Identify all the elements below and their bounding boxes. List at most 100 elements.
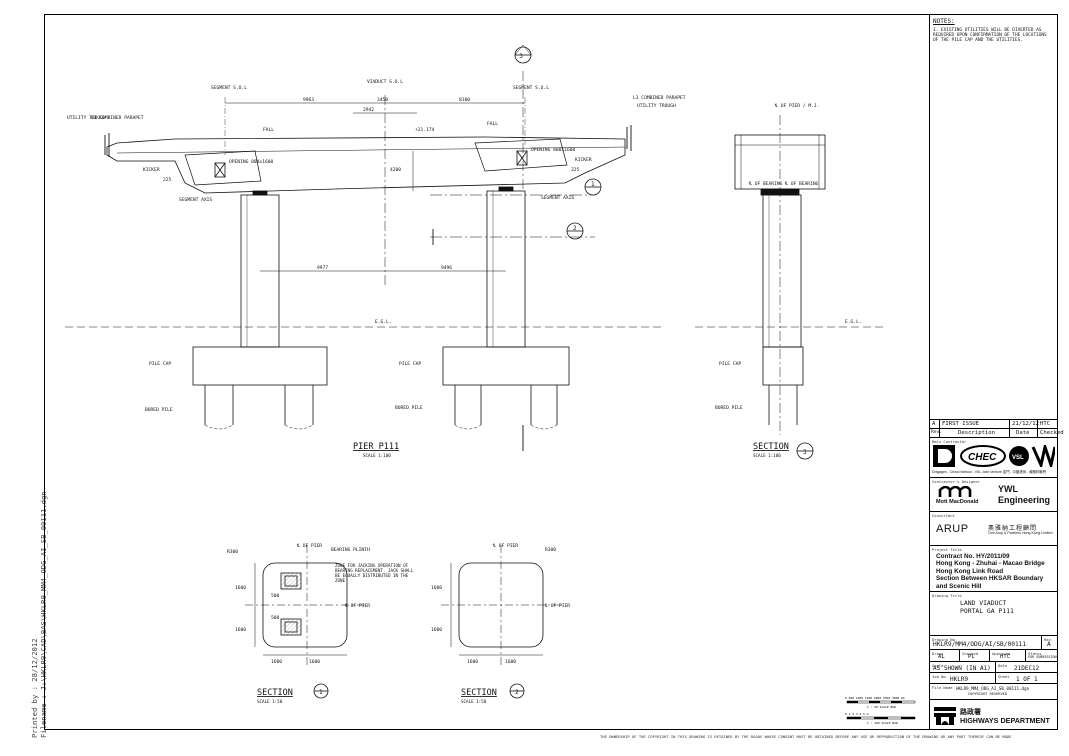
sec3-pile-cap	[762, 346, 804, 386]
segment-axis-right: SEGMENT AXIS	[541, 195, 574, 201]
utility-trough-left: UTILITY TROUGH	[67, 115, 106, 121]
project-line-3: Hong Kong Link Road	[936, 567, 1004, 575]
title-block: NOTES: 1. EXISTING UTILITIES WILL BE DIV…	[929, 15, 1064, 729]
sec2-dim-1600-d: 1600	[431, 627, 442, 633]
segment-axis-left: SEGMENT AXIS	[179, 197, 212, 203]
file-label: File Name	[932, 685, 953, 690]
drawing-no-label: Drawing No.	[932, 637, 958, 642]
gradient-label: +21.174	[415, 127, 435, 133]
highways-box: 路政署 HIGHWAYS DEPARTMENT	[930, 699, 1058, 729]
scalebar-2-label: 1 : 100 SCALE BAR	[867, 721, 898, 725]
scalebar-2-ticks: 0 1 2 3 4 5 m	[845, 712, 869, 716]
pier-title: PIER P111	[353, 442, 399, 452]
arup-logo: ARUP	[936, 523, 969, 535]
left-box-cell	[184, 150, 262, 186]
kicker-right: KICKER	[575, 157, 592, 163]
drawing-area: SEGMENT S.O.L SEGMENT S.O.L VIADUCT S.O.…	[45, 15, 929, 731]
jv-caption: Dragages - China Harbour - VSL Joint Ven…	[932, 470, 1047, 474]
fall-right: FALL	[487, 121, 498, 127]
sec1-dim-1600-b: 1600	[309, 659, 320, 665]
copyright-row: COPYRIGHT RESERVED	[930, 692, 1058, 699]
sec2-scale: SCALE 1:50	[461, 699, 487, 704]
bored-pile-label-mid: BORED PILE	[395, 405, 423, 411]
revision-header: Rev. Description Date Checked	[930, 428, 1064, 437]
file-name-row: File Name HKLR9_MM4_ODG_AI_SB_00111.dgn	[930, 683, 1058, 692]
sec2-num: 2	[515, 689, 519, 696]
rev-checked: HTC	[1040, 421, 1051, 427]
drawing-sheet: SEGMENT S.O.L SEGMENT S.O.L VIADUCT S.O.…	[44, 14, 1064, 731]
pier-scale: SCALE 1:100	[363, 453, 391, 458]
pile-cap-right	[442, 346, 570, 386]
hyd-chinese: 路政署	[960, 709, 981, 716]
sec3-cl-pier: ℄ OF PIER / M.J.	[774, 103, 819, 109]
mott-macdonald-name: Mott MacDonald	[936, 499, 979, 505]
rev-header: Rev.	[931, 430, 943, 435]
rev-description: FIRST ISSUE	[942, 421, 980, 427]
sec3-pier	[762, 194, 802, 348]
scalebar-1-label: 1 : 50 SCALE BAR	[867, 705, 896, 709]
egl-label: E.G.L.	[375, 319, 392, 325]
job-sheet-row: Job No.HKLR9 Sheet 1 OF 1	[930, 672, 1058, 683]
mott-macdonald-logo	[938, 486, 972, 497]
designer-box: Contractor's Designer Mott MacDonald YWL…	[930, 477, 1058, 511]
dim-9963: 9963	[303, 97, 314, 103]
file-value: HKLR9_MM4_ODG_AI_SB_00111.dgn	[956, 686, 1030, 691]
sec1-plinth-top	[280, 572, 302, 590]
sec2-cl-pier-top: ℄ OF PIER	[492, 543, 518, 549]
project-label: Project Title	[932, 547, 962, 552]
vsl-logo-text: VSL	[1012, 455, 1024, 461]
sec1-num: 1	[319, 689, 323, 696]
arup-subtitle: Ove Arup & Partners Hong Kong Limited	[988, 531, 1053, 535]
designer-label: Contractor's Designer	[932, 479, 981, 484]
notes-title: NOTES:	[933, 18, 955, 25]
fall-left: FALL	[263, 127, 274, 133]
arup-chinese: 奧雅納工程顧問	[988, 526, 1038, 532]
project-line-2: Hong Kong - Zhuhai - Macao Bridge	[936, 560, 1045, 568]
sec1-scale: SCALE 1:50	[257, 699, 283, 704]
sec2-cl-pier-side: ℄ OF PIER	[544, 603, 570, 609]
hyd-english: HIGHWAYS DEPARTMENT	[960, 716, 1050, 725]
project-line-5: and Scenic Hill	[936, 582, 982, 590]
marker-top-num: 3	[519, 53, 523, 60]
chec-logo-text: CHEC	[968, 452, 997, 463]
copyright-reserved: COPYRIGHT RESERVED	[968, 692, 1007, 696]
bored-pile-label-left: BORED PILE	[145, 407, 173, 413]
sec3-num: 3	[803, 449, 807, 456]
kicker-left: KICKER	[143, 167, 160, 173]
highways-department-logo	[934, 707, 956, 725]
sec1-zone-note: ZONE FOR JACKING OPERATION OF BEARING RE…	[335, 563, 414, 583]
consultant-label: Consultant	[932, 513, 955, 518]
sec2-dim-1600-b: 1600	[505, 659, 516, 665]
opening-right: OPENING 800x1600	[531, 147, 575, 153]
checked-label: Checked	[962, 651, 979, 656]
consultant-box: Consultant ARUP 奧雅納工程顧問 Ove Arup & Partn…	[930, 511, 1058, 545]
checked-value: PL	[968, 654, 975, 660]
sec3-pile-cap: PILE CAP	[719, 361, 741, 367]
drawn-value: AL	[938, 654, 945, 660]
sec1-bearing-plinth: BEARING PLINTH	[331, 547, 370, 553]
sec1-plinth-bottom	[280, 618, 302, 636]
l3-parapet-right: L3 COMBINED PARAPET	[633, 95, 686, 101]
sec2-dim-1600-a: 1600	[467, 659, 478, 665]
status-value: FOR SUBMISSION	[1028, 655, 1057, 659]
pile-cap-left	[192, 346, 328, 386]
sec1-title: SECTION	[257, 688, 293, 698]
sec1-cl-pier-side: ℄ OF PIER	[344, 603, 370, 609]
sheet-value: 1 OF 1	[1016, 676, 1038, 683]
sec1-dim-500-a: 500	[271, 593, 280, 599]
pile-cap-label-left: PILE CAP	[149, 361, 171, 367]
notes-text: 1. EXISTING UTILITIES WILL BE DIVERTED A…	[933, 28, 1047, 44]
sec2-dim-1600-c: 1600	[431, 585, 442, 591]
marker-1-num: 1	[591, 181, 595, 188]
job-value: HKLR9	[950, 676, 969, 683]
dim-225-left: 225	[163, 177, 172, 183]
dim-8100: 8100	[459, 97, 470, 103]
pier-right	[486, 190, 526, 348]
printed-by-label: Printed by :	[30, 686, 39, 738]
scale-bars: 0 500 1000 1500 2000 2500 3000 mm 1 : 50…	[845, 696, 916, 725]
scale-value: AS SHOWN (IN A1)	[933, 665, 991, 672]
approved-value: HTC	[1000, 654, 1011, 660]
right-box-cell	[474, 138, 568, 172]
